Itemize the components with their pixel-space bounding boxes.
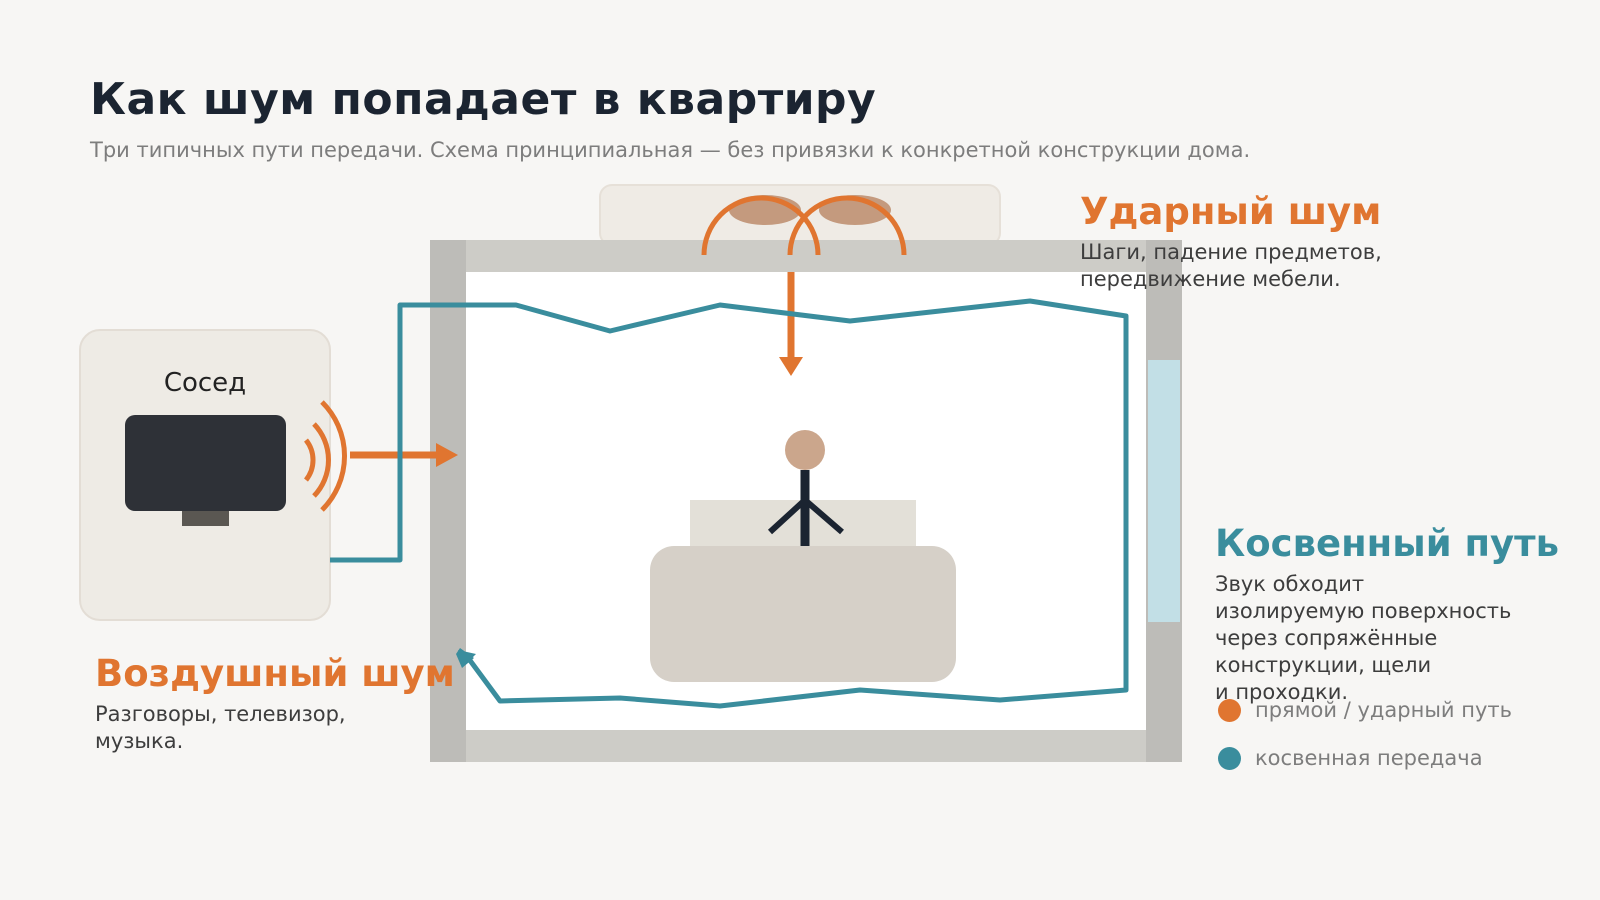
- person-leg: [803, 497, 844, 535]
- sound-wave-icon: [312, 422, 331, 498]
- impact-wave: [787, 195, 907, 256]
- airborne-heading: Воздушный шум: [95, 652, 455, 695]
- tv-icon: [125, 415, 286, 511]
- flanking-heading: Косвенный путь: [1215, 522, 1560, 565]
- window: [1148, 360, 1180, 622]
- flanking-path: [330, 298, 1129, 709]
- tv-stand: [182, 511, 229, 526]
- airborne-line: музыка.: [95, 729, 184, 753]
- impact-label-block: Ударный шум Шаги, падение предметов, пер…: [1080, 190, 1382, 293]
- person-leg: [767, 497, 808, 535]
- legend-item-direct: прямой / ударный путь: [1218, 697, 1512, 723]
- apartment-floor: [430, 730, 1182, 762]
- impact-heading: Ударный шум: [1080, 190, 1382, 233]
- legend-label: прямой / ударный путь: [1255, 698, 1513, 722]
- flanking-label-block: Косвенный путь Звук обходит изолируемую …: [1215, 522, 1559, 706]
- impact-line: Шаги, падение предметов,: [1080, 240, 1382, 264]
- legend-dot-icon: [1218, 698, 1241, 722]
- flanking-arrow-head: [458, 650, 476, 664]
- legend-dot-icon: [1218, 746, 1241, 770]
- flanking-line: изолируемую поверхность: [1215, 599, 1512, 623]
- sound-wave-icon: [303, 438, 316, 482]
- airborne-description: Разговоры, телевизор, музыка.: [95, 701, 455, 755]
- person-head: [785, 430, 825, 470]
- impact-description: Шаги, падение предметов, передвижение ме…: [1080, 239, 1382, 293]
- legend: прямой / ударный путь косвенная передача: [1218, 697, 1512, 793]
- flanking-description: Звук обходит изолируемую поверхность чер…: [1215, 571, 1559, 706]
- flanking-line: и проходки.: [1215, 680, 1349, 704]
- airborne-line: Разговоры, телевизор,: [95, 702, 346, 726]
- apartment-left-wall: [430, 240, 466, 762]
- airborne-label-block: Воздушный шум Разговоры, телевизор, музы…: [95, 652, 455, 755]
- legend-label: косвенная передача: [1255, 746, 1483, 770]
- flanking-line: через сопряжённые: [1215, 626, 1438, 650]
- impact-arrow-head: [779, 357, 803, 376]
- apartment-ceiling: [430, 240, 1182, 272]
- legend-item-flanking: косвенная передача: [1218, 745, 1512, 771]
- sofa: [650, 546, 956, 682]
- impact-wave: [701, 195, 821, 256]
- page-subtitle: Три типичных пути передачи. Схема принци…: [90, 138, 1251, 162]
- sound-wave-icon: [320, 400, 347, 512]
- flanking-line: Звук обходит: [1215, 572, 1365, 596]
- airborne-arrow-head: [436, 443, 458, 467]
- flanking-line: конструкции, щели: [1215, 653, 1432, 677]
- neighbor-label: Сосед: [164, 368, 246, 398]
- impact-line: передвижение мебели.: [1080, 267, 1341, 291]
- page-title: Как шум попадает в квартиру: [90, 74, 877, 125]
